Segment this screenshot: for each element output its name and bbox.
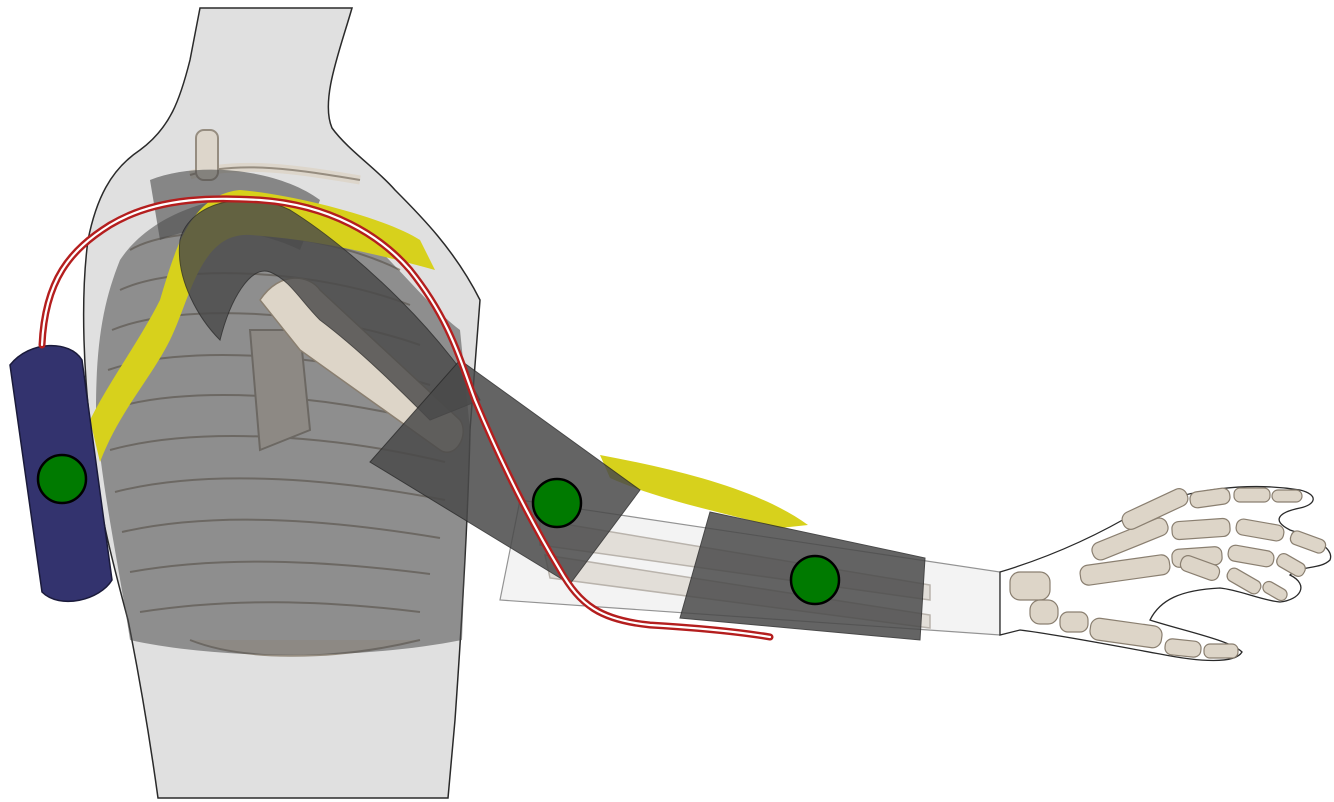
- joint-back-marker[interactable]: [38, 455, 86, 503]
- joint-forearm-marker[interactable]: [791, 556, 839, 604]
- joint-elbow-marker[interactable]: [533, 479, 581, 527]
- hand: [1000, 486, 1331, 660]
